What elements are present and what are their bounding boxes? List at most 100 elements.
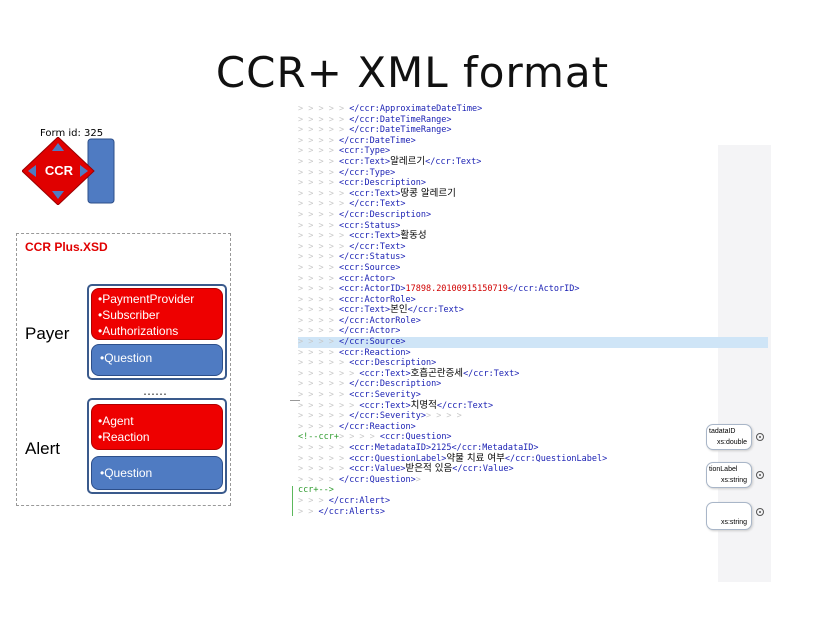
code-line[interactable]: > > > > > </ccr:Text> — [298, 242, 768, 253]
code-token: <ccr:Description> — [338, 178, 426, 189]
code-line[interactable]: > > > > </ccr:DateTime> — [298, 136, 768, 147]
code-token: </ccr:ApproximateDateTime> — [349, 104, 483, 114]
indent-markers: > > > > > — [298, 241, 350, 252]
code-line[interactable]: > > > > <ccr:ActorID>17898.2010091515071… — [298, 284, 768, 295]
cursor-guide-line — [290, 400, 300, 401]
expand-node-icon[interactable] — [756, 471, 764, 479]
code-token: 호흡곤란증세 — [410, 367, 464, 379]
code-line[interactable]: > > > > > </ccr:Description> — [298, 379, 768, 390]
code-token: </ccr:Type> — [338, 167, 396, 178]
indent-markers: > > > > — [298, 315, 339, 326]
code-line[interactable]: > > > > </ccr:Type> — [298, 168, 768, 179]
schema-node[interactable]: tadataID xs:double — [706, 424, 752, 450]
code-token: </ccr:Alerts> — [318, 506, 386, 517]
ccr-plus-xsd-panel: CCR Plus.XSD Payer •PaymentProvider •Sub… — [16, 233, 231, 506]
indent-markers: > > > > — [298, 305, 339, 316]
indent-markers: > > > > — [298, 262, 339, 273]
indent-markers: > > > > > — [298, 114, 350, 125]
code-line[interactable]: > > > > > <ccr:Description> — [298, 358, 768, 369]
payer-question-box: •Question — [91, 344, 223, 376]
code-token: <ccr:Status> — [338, 220, 401, 231]
indent-markers: > > > > > — [298, 188, 350, 199]
separator-dots: …… — [143, 384, 167, 398]
code-line[interactable]: > > > > > > <ccr:Text>호흡곤란증세</ccr:Text> — [298, 367, 768, 380]
code-line[interactable]: > > </ccr:Alerts> — [298, 507, 768, 518]
code-line[interactable]: > > > > > <ccr:Value>받은적 있음</ccr:Value> — [298, 463, 768, 475]
indent-markers: > > > > > > — [298, 400, 360, 411]
code-line[interactable]: <!--ccr+> > > > <ccr:Question> — [298, 432, 768, 443]
ccr-diamond-icon — [21, 136, 115, 206]
alert-question-box: •Question — [91, 456, 223, 490]
code-line[interactable]: > > > > > </ccr:Severity>> > > > — [298, 411, 768, 422]
indent-markers: > > > > > — [298, 358, 350, 369]
indent-markers: > > > > — [298, 284, 339, 295]
payer-item: •PaymentProvider — [98, 292, 195, 306]
code-token: 17898.20100915150719 — [405, 284, 508, 295]
expand-node-icon[interactable] — [756, 433, 764, 441]
code-token: <!--ccr+ — [298, 432, 339, 443]
code-line[interactable]: > > > > > <ccr:Text>땅콩 알레르기 — [298, 188, 768, 200]
code-token: <ccr:ActorID> — [338, 284, 406, 295]
code-line[interactable]: > > > </ccr:Alert> — [298, 496, 768, 507]
payer-elements-box: •PaymentProvider •Subscriber •Authorizat… — [91, 288, 223, 340]
code-line[interactable]: > > > > </ccr:Reaction> — [298, 422, 768, 433]
code-line[interactable]: > > > > > > <ccr:Text>치명적</ccr:Text> — [298, 399, 768, 412]
xml-code-view[interactable]: > > > > > </ccr:ApproximateDateTime>> > … — [298, 104, 768, 517]
code-token: </ccr:Source> — [338, 337, 406, 348]
code-token: <ccr:Text> — [338, 156, 391, 167]
code-line[interactable]: > > > > > <ccr:Text>활동성 — [298, 230, 768, 242]
indent-markers: > > > > — [298, 209, 339, 220]
xsd-title: CCR Plus.XSD — [25, 240, 108, 254]
code-line[interactable]: > > > > > <ccr:QuestionLabel>약물 치료 여부</c… — [298, 453, 768, 465]
code-token: 치명적 — [410, 399, 437, 411]
code-line[interactable]: > > > > </ccr:Status> — [298, 252, 768, 263]
schema-node[interactable]: tionLabel xs:string — [706, 462, 752, 488]
code-token: </ccr:Text> — [425, 156, 482, 167]
code-token: <ccr:QuestionLabel> — [349, 453, 447, 464]
code-token: </ccr:Text> — [463, 368, 520, 379]
code-line[interactable]: > > > > </ccr:Actor> — [298, 326, 768, 337]
code-line[interactable]: > > > > </ccr:Description> — [298, 210, 768, 221]
code-line[interactable]: > > > > > </ccr:ApproximateDateTime> — [298, 104, 768, 115]
code-token: 활동성 — [400, 230, 427, 242]
indent-markers: > > > > — [298, 337, 339, 348]
code-line[interactable]: > > > > <ccr:ActorRole> — [298, 295, 768, 306]
code-token: </ccr:Description> — [349, 379, 442, 390]
indent-markers: > > > > > — [298, 390, 350, 401]
code-line[interactable]: > > > > <ccr:Text>본인</ccr:Text> — [298, 304, 768, 316]
code-line[interactable]: > > > > > </ccr:Text> — [298, 199, 768, 210]
expand-node-icon[interactable] — [756, 508, 764, 516]
code-token: <ccr:Text> — [359, 400, 411, 411]
code-line[interactable]: > > > > <ccr:Type> — [298, 146, 768, 157]
indent-markers: > > > > — [298, 474, 339, 485]
code-line[interactable]: > > > > </ccr:Source> — [298, 337, 768, 348]
code-line[interactable]: > > > > <ccr:Actor> — [298, 274, 768, 285]
code-token: </ccr:Value> — [452, 464, 514, 475]
schema-node-type: xs:string — [720, 477, 747, 484]
code-token: 받은적 있음 — [405, 463, 453, 475]
code-line[interactable]: > > > > <ccr:Reaction> — [298, 348, 768, 359]
code-token: <ccr:ActorRole> — [338, 294, 416, 305]
indent-markers: > > > > — [298, 273, 339, 284]
code-line[interactable]: ccr+--> — [298, 485, 768, 496]
code-token: <ccr:Reaction> — [338, 347, 411, 358]
code-line[interactable]: > > > > </ccr:ActorRole> — [298, 316, 768, 327]
code-line[interactable]: > > > > > </ccr:DateTimeRange> — [298, 115, 768, 126]
code-token: 알레르기 — [390, 155, 426, 167]
code-line[interactable]: > > > > > </ccr:DateTimeRange> — [298, 125, 768, 136]
code-token: </ccr:Severity> — [349, 411, 426, 422]
schema-node[interactable]: xs:string — [706, 502, 752, 530]
indent-markers: > > > > > — [298, 125, 350, 136]
code-line[interactable]: > > > > <ccr:Source> — [298, 263, 768, 274]
code-line[interactable]: > > > > <ccr:Text>알레르기</ccr:Text> — [298, 155, 768, 168]
code-line[interactable]: > > > > > <ccr:Severity> — [298, 390, 768, 401]
indent-markers: > > > > — [298, 156, 339, 167]
code-line[interactable]: > > > > </ccr:Question>> — [298, 475, 768, 486]
code-line[interactable]: > > > > <ccr:Status> — [298, 221, 768, 232]
schema-node-type: xs:double — [717, 439, 747, 446]
code-line[interactable]: > > > > > <ccr:MetadataID>2125</ccr:Meta… — [298, 443, 768, 454]
indent-markers: > > > > > — [298, 104, 350, 114]
code-token: </ccr:ActorID> — [507, 284, 580, 295]
code-token: <ccr:Text> — [359, 368, 411, 379]
code-line[interactable]: > > > > <ccr:Description> — [298, 178, 768, 189]
